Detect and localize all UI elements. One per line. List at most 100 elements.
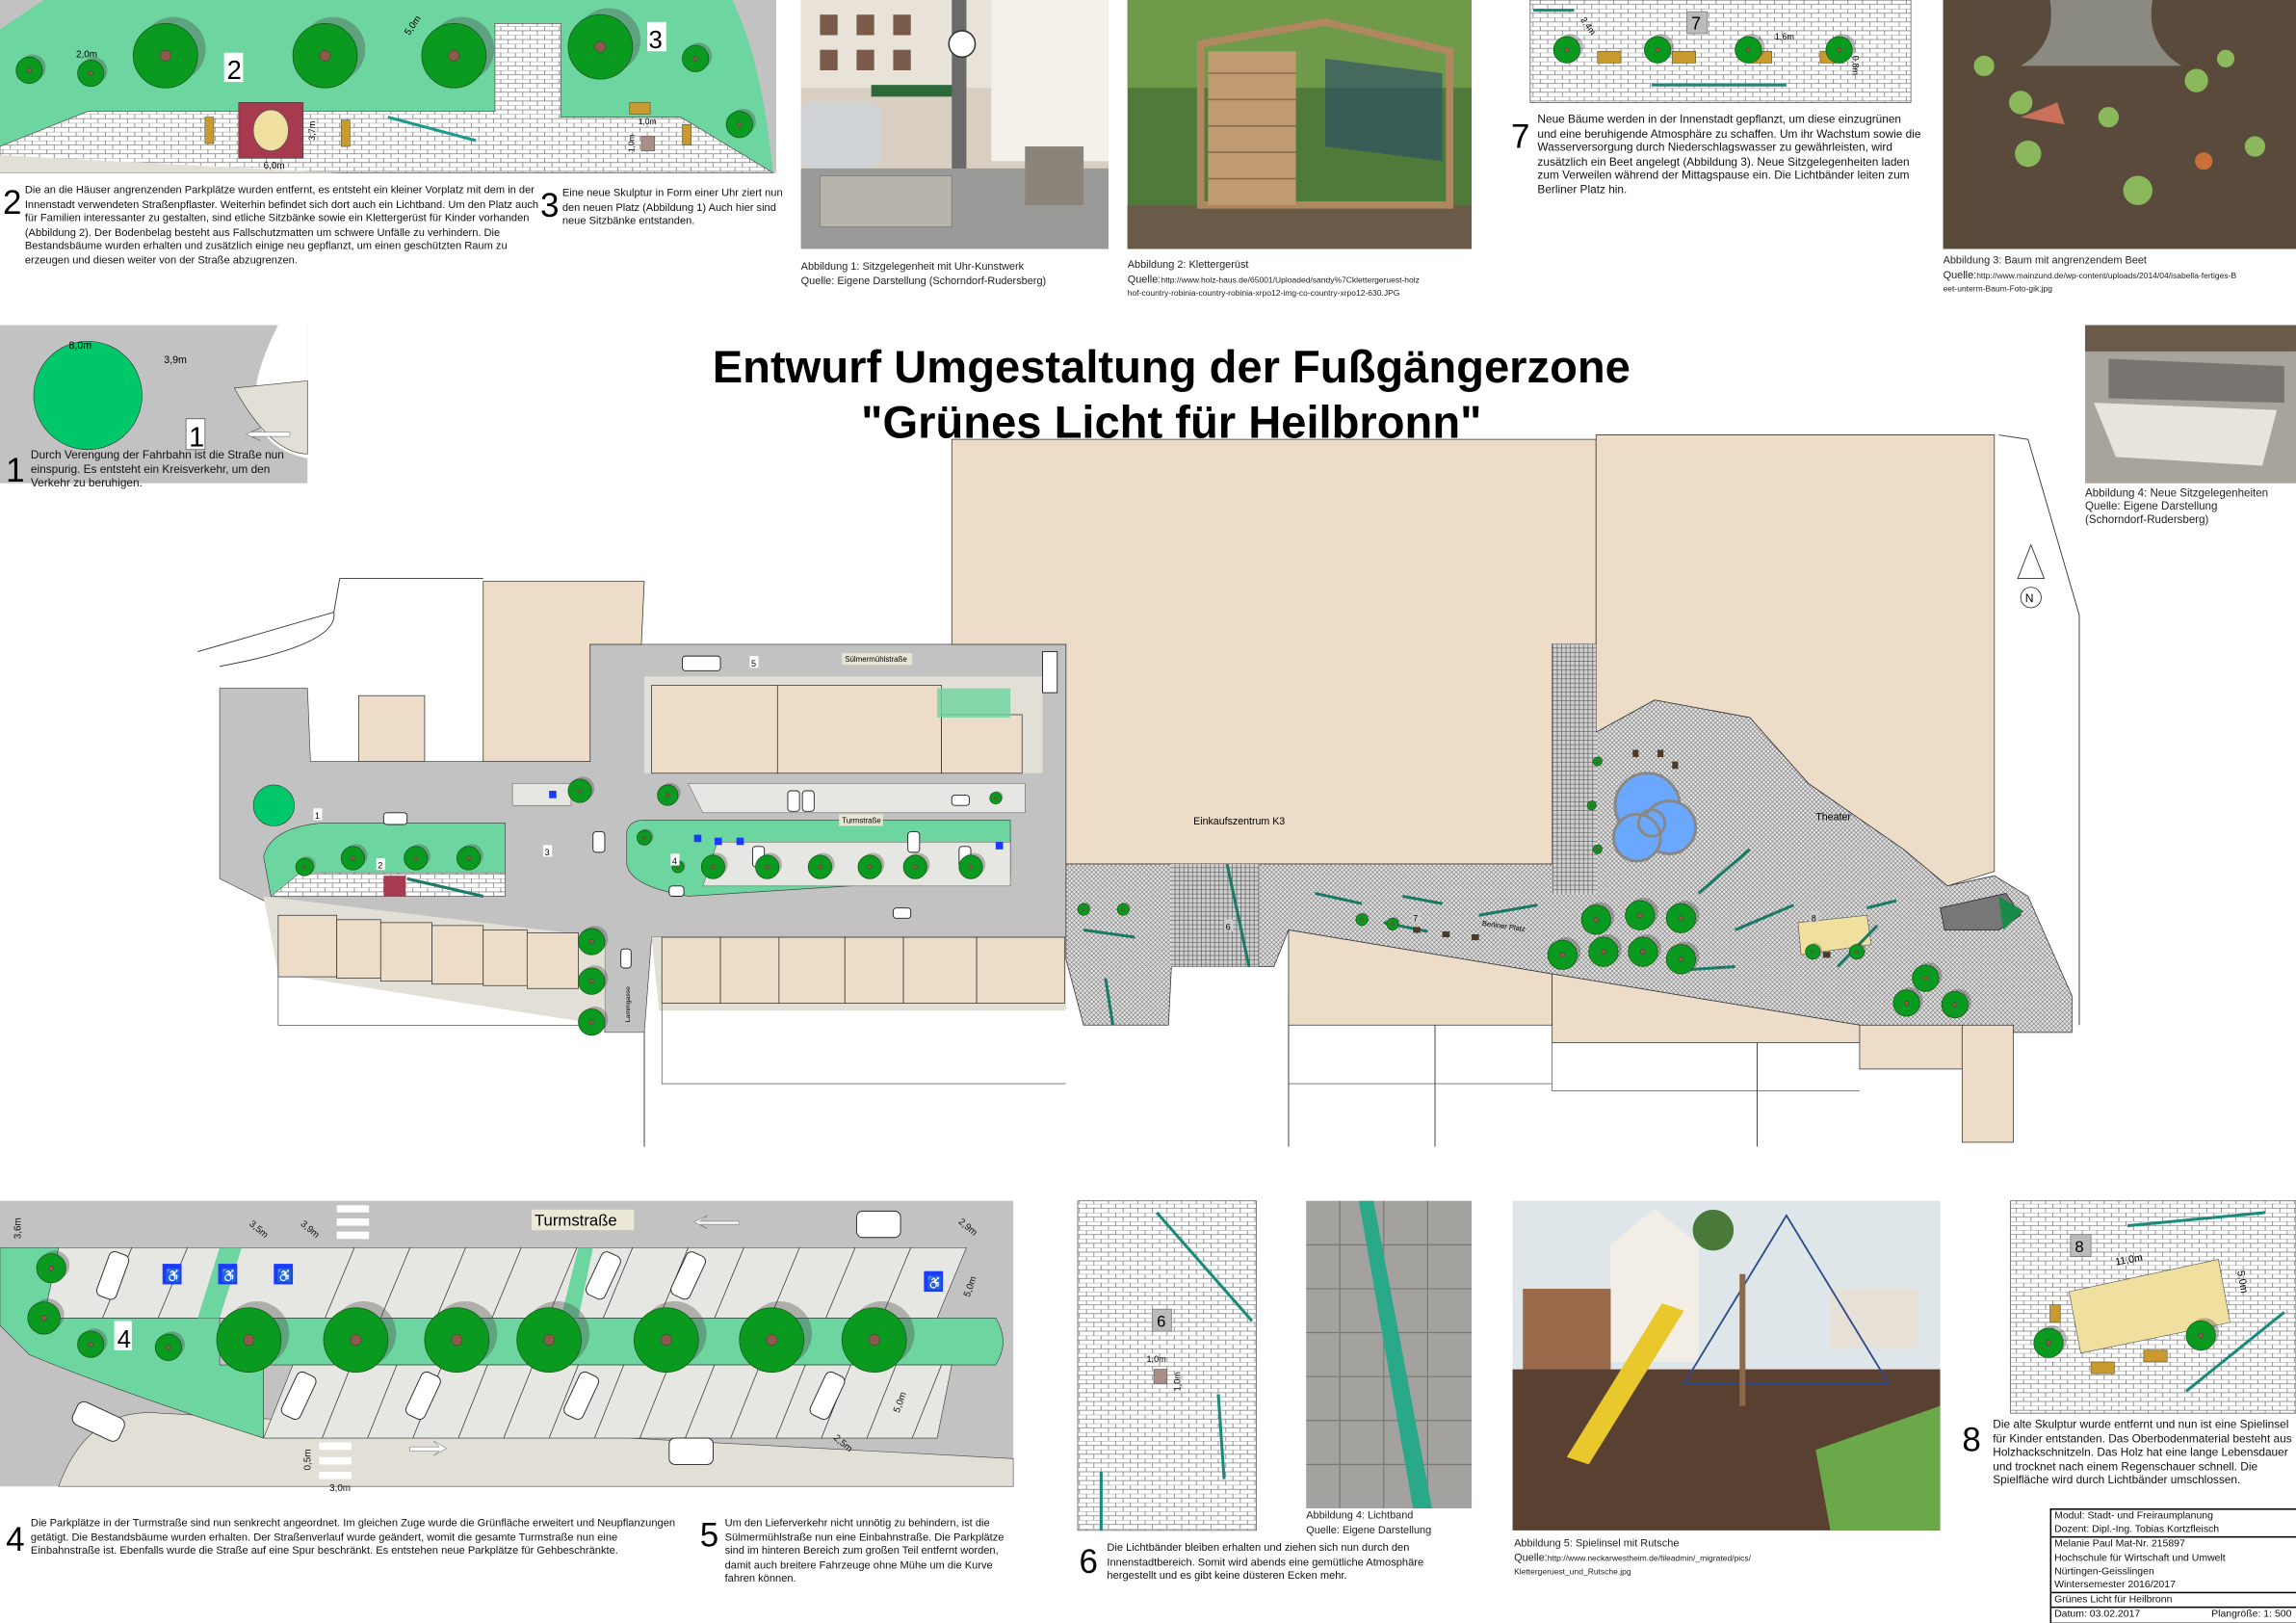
tree-icon [682, 42, 713, 72]
dimension-label: 3,6m [13, 1217, 23, 1239]
figure-3-caption: Abbildung 3: Baum mit angrenzendem Beet … [1944, 253, 2296, 296]
mall-label: Einkaufszentrum K3 [1193, 816, 1285, 827]
tree-icon [1586, 799, 1598, 811]
detail-4-marker: 4 [117, 1326, 131, 1353]
tree-icon [2033, 1324, 2068, 1358]
tree-icon [989, 791, 1004, 805]
section-1-number: 1 [6, 451, 25, 489]
section-3-number: 3 [540, 186, 560, 224]
lecturer-label: Dozent: Dipl.-Ing. Tobias Kortzfleisch [2054, 1525, 2220, 1535]
tree-icon [292, 16, 366, 89]
caption-source-label: Quelle: [1514, 1550, 1548, 1564]
wheelchair-icon: ♿♿♿♿ [166, 1268, 944, 1291]
detail-2-marker: 2 [227, 55, 242, 85]
dimension-label: 3,9m [164, 354, 187, 366]
photo-new-bench [2085, 325, 2296, 484]
map-marker: 1 [315, 811, 320, 821]
section-4-number: 4 [6, 1520, 25, 1558]
svg-text:♿: ♿ [166, 1268, 182, 1283]
tree-icon [15, 54, 46, 85]
detail-2-3: 2 3 2,0m 5,0m 6,0m 3,7m 1,0m 1,0m [0, 0, 776, 173]
map-marker: 6 [1226, 922, 1231, 931]
tree-icon [154, 1331, 185, 1361]
caption-title: Abbildung 4: Neue Sitzgelegenheiten [2085, 485, 2269, 500]
caption-source-url: http://www.mainzund.de/wp-content/upload… [1976, 272, 2237, 281]
tree-icon [567, 8, 641, 80]
section-4-text: Die Parkplätze in der Turmstraße sind nu… [30, 1515, 676, 1558]
tree-icon [1644, 34, 1675, 64]
section-3-text: Eine neue Skulptur in Form einer Uhr zie… [561, 186, 783, 227]
tree-icon [323, 1301, 397, 1373]
section-7-number: 7 [1511, 117, 1530, 156]
dimension-label: 6,0m [264, 161, 285, 171]
figure-5-caption: Abbildung 5: Spielinsel mit Rutsche Quel… [1514, 1536, 1751, 1579]
direction-arrow-icon [693, 1215, 741, 1229]
dimension-label: 1,0m [1172, 1372, 1182, 1391]
tree-icon [2185, 1318, 2220, 1351]
tree-icon [902, 852, 930, 879]
tree-icon [755, 852, 782, 879]
detail-6: 6 1,0m 1,0m [1077, 1200, 1257, 1531]
caption-source-label: Quelle: [1127, 272, 1161, 285]
dimension-label: 8,0m [68, 340, 91, 352]
module-label: Modul: Stadt- und Freiraumplanung [2054, 1511, 2213, 1522]
tree-icon [132, 16, 206, 89]
tree-icon [27, 1298, 65, 1335]
tree-icon [807, 852, 835, 879]
tree-icon [1077, 902, 1091, 916]
tree-icon [1547, 937, 1581, 970]
detail-8: 8 11,0m 5,0m [2010, 1200, 2296, 1414]
section-6-number: 6 [1079, 1541, 1098, 1581]
date-label: Datum: 03.02.2017 [2054, 1610, 2141, 1621]
north-arrow-icon: N [2017, 543, 2046, 609]
school-label: Hochschule für Wirtschaft und Umwelt [2054, 1553, 2226, 1564]
map-marker: 4 [672, 856, 677, 866]
section-8-text: Die alte Skulptur wurde entfernt und nun… [1993, 1417, 2292, 1487]
tree-icon [1892, 987, 1923, 1017]
tree-icon [1588, 934, 1622, 967]
map-marker: 7 [1413, 913, 1418, 923]
photo-playground-slide [1512, 1200, 1941, 1531]
photo-light-band [1306, 1200, 1473, 1509]
section-5-number: 5 [699, 1515, 719, 1555]
tree-icon [739, 1301, 813, 1373]
tree-icon [295, 856, 316, 877]
figure-4a-caption: Abbildung 4: Neue Sitzgelegenheiten Quel… [2085, 486, 2268, 526]
detail-8-marker: 8 [2074, 1238, 2083, 1256]
photo-seating-with-clock [800, 0, 1109, 249]
caption-source-url: Klettergeruest_und_Rutsche.jpg [1514, 1568, 1631, 1578]
dimension-label: 11,0m [2114, 1252, 2144, 1269]
section-5-text: Um den Lieferverkehr nicht unnötig zu be… [724, 1515, 1004, 1585]
caption-source-label: Quelle: [1943, 267, 1977, 281]
figure-1-caption: Abbildung 1: Sitzgelegenheit mit Uhr-Kun… [801, 259, 1047, 287]
tree-icon [1552, 34, 1583, 64]
tree-icon [1665, 941, 1700, 975]
tree-icon [1912, 962, 1943, 992]
caption-source-url: http://www.holz-haus.de/65001/Uploaded/s… [1161, 275, 1420, 285]
detail-1: 1 8,0m 3,9m [0, 325, 308, 484]
direction-arrow-icon [409, 1440, 448, 1456]
semester-label: Wintersemester 2016/2017 [2054, 1580, 2176, 1591]
tree-icon [36, 1250, 70, 1284]
caption-source: Quelle: Eigene Darstellung (Schorndorf-R… [800, 273, 1047, 287]
section-1-text: Durch Verengung der Fahrbahn ist die Str… [30, 448, 284, 490]
photo-tree-with-bed [1943, 0, 2296, 249]
svg-text:♿: ♿ [276, 1268, 293, 1283]
dimension-label: 1,0m [626, 135, 636, 153]
photo-climbing-frame [1127, 0, 1473, 249]
direction-arrow-icon [245, 427, 291, 441]
map-marker: 5 [751, 659, 756, 668]
caption-source: Quelle: Eigene Darstellung [2085, 499, 2218, 513]
tree-icon [1848, 943, 1866, 960]
site-plan: 1 2 3 4 5 6 7 8 Sülmermühlstraße Turmstr… [197, 434, 2080, 1147]
caption-title: Abbildung 1: Sitzgelegenheit mit Uhr-Kun… [800, 259, 1025, 273]
school-location-label: Nürtingen-Geisslingen [2054, 1566, 2154, 1578]
dimension-label: 0,8m [1850, 56, 1860, 75]
page-subtitle: "Grünes Licht für Heilbronn" [861, 397, 1482, 449]
caption-source-url: http://www.neckarwestheim.de/fileadmin/_… [1547, 1555, 1752, 1564]
tree-icon [340, 844, 368, 871]
map-marker: 2 [378, 861, 382, 871]
tree-icon [700, 852, 728, 879]
